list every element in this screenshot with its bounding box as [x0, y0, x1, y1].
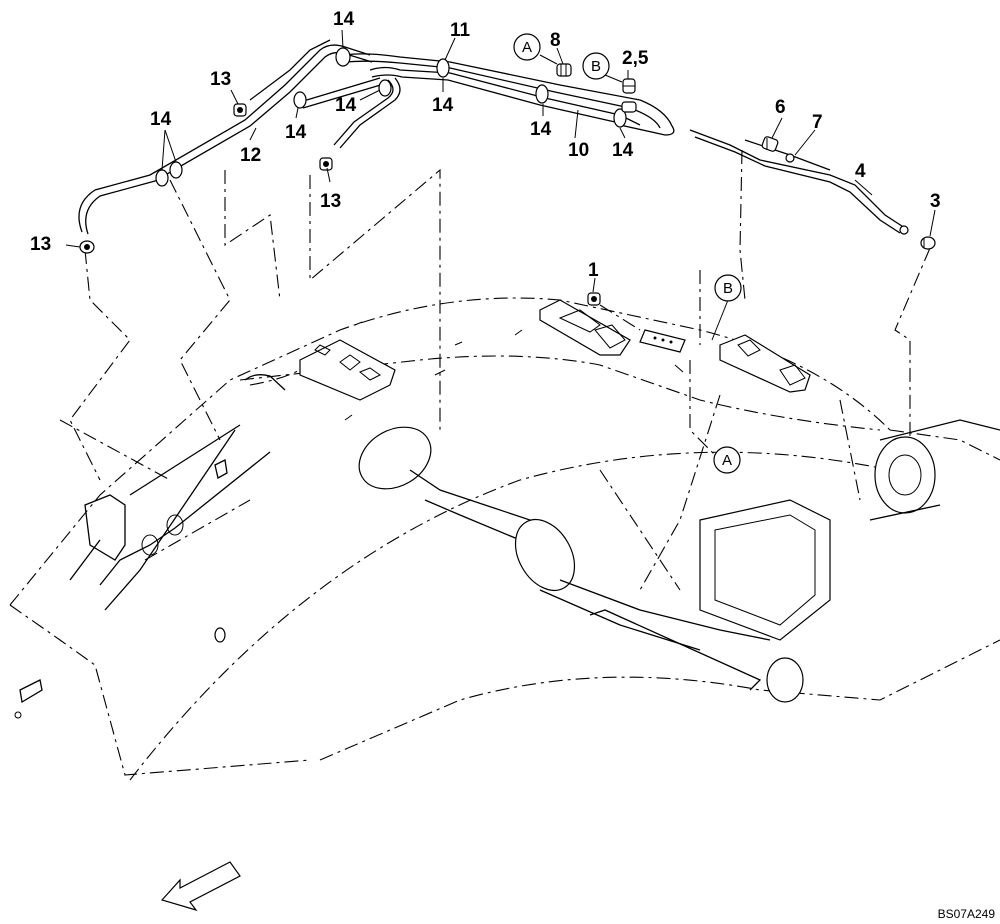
clamp-14-left-b [169, 161, 183, 179]
fitting-13-left [79, 240, 95, 254]
projection-lines [69, 149, 931, 481]
fitting-3 [920, 236, 936, 250]
callout-7: 7 [812, 112, 823, 133]
callout-13-left: 13 [30, 234, 51, 255]
fitting-13-top [233, 103, 247, 117]
pipe-runs [78, 39, 906, 235]
callout-14-bundle-3: 14 [612, 140, 634, 161]
callout-3: 3 [930, 191, 941, 212]
svg-text:A: A [522, 39, 532, 56]
pipe-clamps [155, 47, 627, 187]
fittings [79, 63, 936, 306]
callout-14-right: 14 [335, 95, 357, 116]
clamp-14-bundle [436, 58, 450, 78]
fitting-13-mid [319, 157, 333, 171]
svg-text:B: B [591, 58, 601, 75]
ref-marker-a-low: A [713, 446, 741, 474]
fitting-6 [761, 136, 779, 152]
clamp-14-left-a [155, 169, 169, 187]
boom-cylinder [358, 419, 1000, 703]
ref-marker-b-top: B [582, 52, 610, 80]
callout-2-5: 2,5 [622, 48, 649, 69]
fitting-7 [785, 153, 795, 163]
callout-6: 6 [775, 97, 786, 118]
callout-8: 8 [550, 30, 561, 51]
callout-11: 11 [450, 20, 471, 41]
callout-14-mid: 14 [285, 122, 307, 143]
svg-text:B: B [723, 280, 733, 297]
callout-13-top: 13 [210, 69, 231, 90]
bracket-left [299, 339, 396, 401]
clamp-14-right [378, 79, 392, 97]
callout-12: 12 [240, 145, 261, 166]
callout-13-mid: 13 [320, 191, 341, 212]
callout-14-top: 14 [333, 9, 355, 30]
fitting-1 [587, 292, 601, 306]
ref-marker-a-top: A [513, 33, 541, 61]
boom-details [344, 321, 831, 691]
front-direction-arrow [160, 861, 241, 912]
bracket-manifold [639, 329, 686, 353]
clamp-14-bundle-3 [613, 108, 627, 128]
bracket-center [539, 299, 631, 356]
callout-10: 10 [568, 140, 589, 161]
callout-4: 4 [855, 161, 866, 182]
boom-foot [14, 374, 286, 719]
callout-14-bundle: 14 [432, 95, 454, 116]
callout-labels: 1 2,5 3 4 6 7 8 10 11 12 13 13 13 14 14 … [30, 9, 941, 281]
leader-lines [65, 29, 936, 341]
fitting-tee [621, 101, 637, 113]
fitting-2-5 [622, 78, 636, 94]
callout-14-bundle-2: 14 [530, 119, 552, 140]
clamp-14-bundle-2 [535, 84, 549, 104]
ref-marker-b-mid: B [714, 274, 742, 302]
clamp-14-top [335, 47, 351, 67]
svg-text:A: A [722, 452, 732, 469]
callout-14-left: 14 [150, 109, 172, 130]
drawing-code: BS07A249 [938, 907, 996, 921]
callout-1: 1 [588, 260, 599, 281]
reference-markers: A B B A [513, 33, 742, 474]
clamp-14-mid [293, 91, 307, 109]
bracket-right [719, 334, 811, 393]
fitting-4-end [899, 225, 909, 235]
brackets [299, 299, 811, 401]
fitting-8 [556, 63, 572, 77]
